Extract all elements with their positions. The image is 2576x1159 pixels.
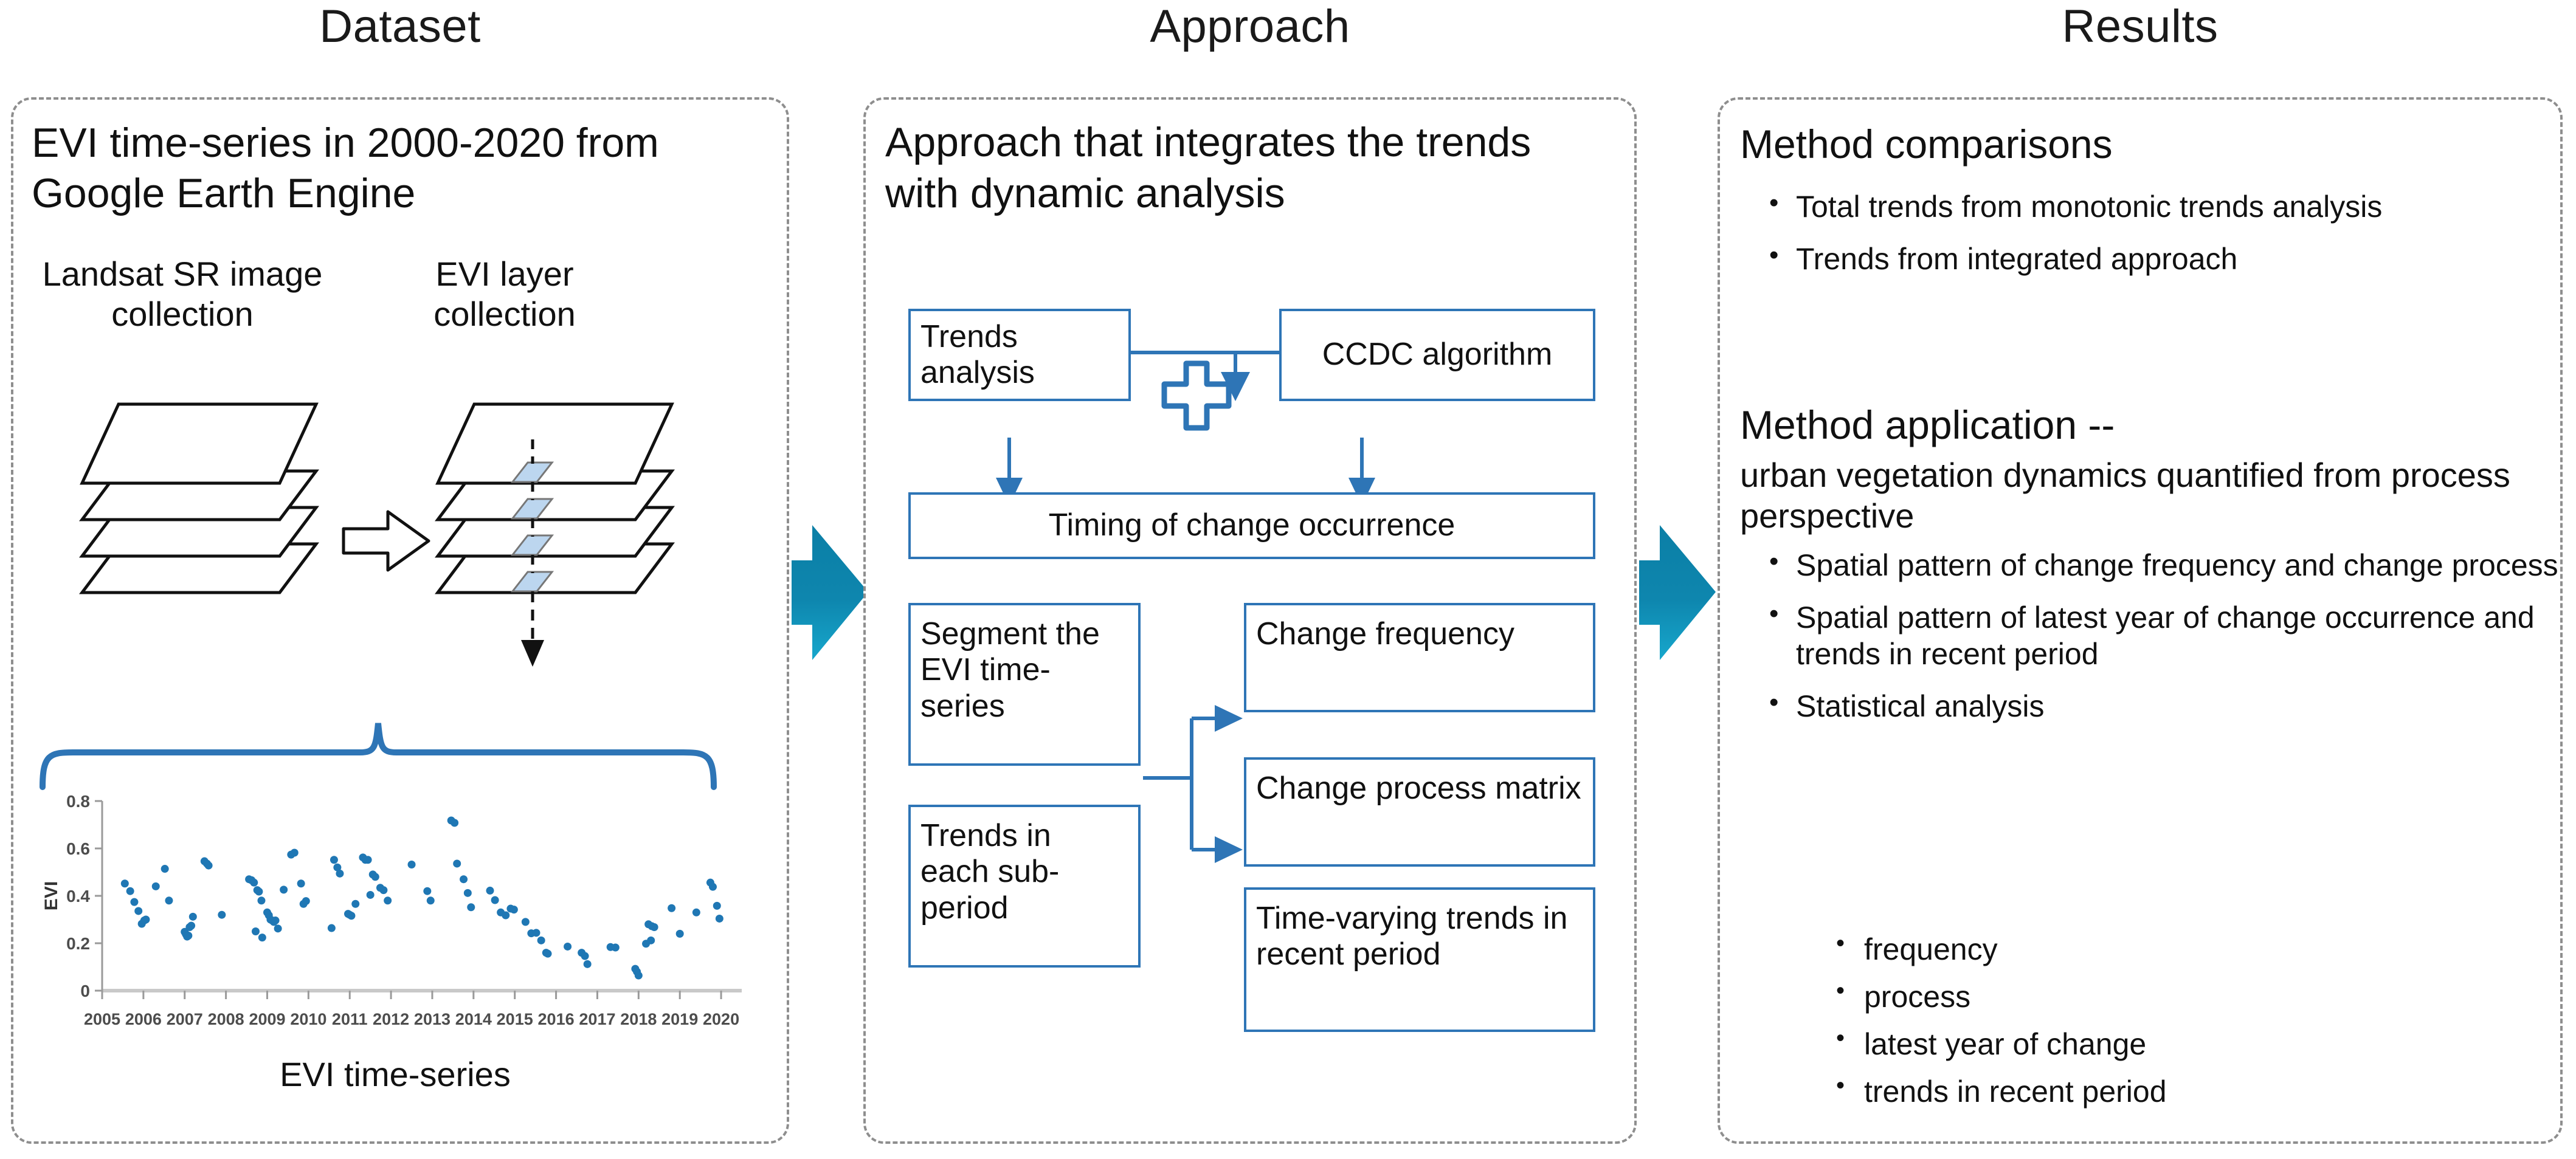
list-item: Statistical analysis	[1769, 687, 2568, 724]
landsat-collection-label: Landsat SR image collection	[42, 255, 323, 334]
results-heading-method-application: Method application --	[1740, 402, 2115, 447]
svg-text:2018: 2018	[620, 1010, 657, 1028]
svg-text:2016: 2016	[538, 1010, 575, 1028]
box-trends-analysis-label: Trends analysis	[920, 318, 1035, 390]
list-item: Spatial pattern of latest year of change…	[1769, 598, 2568, 672]
approach-heading: Approach that integrates the trends with…	[885, 119, 1531, 217]
svg-text:0.4: 0.4	[66, 887, 90, 906]
svg-text:2007: 2007	[167, 1010, 203, 1028]
list-item: Trends from integrated approach	[1769, 239, 2568, 277]
box-change-frequency[interactable]: Change frequency	[1244, 603, 1595, 712]
svg-text:2013: 2013	[414, 1010, 451, 1028]
box-change-process-matrix[interactable]: Change process matrix	[1244, 757, 1595, 867]
svg-text:2010: 2010	[290, 1010, 326, 1028]
box-change-frequency-label: Change frequency	[1256, 616, 1514, 652]
svg-text:2012: 2012	[373, 1010, 409, 1028]
svg-text:0.6: 0.6	[66, 839, 90, 858]
svg-text:2015: 2015	[497, 1010, 533, 1028]
column-title-results: Results	[2062, 1, 2219, 52]
box-change-process-matrix-label: Change process matrix	[1256, 771, 1581, 806]
svg-text:2011: 2011	[332, 1010, 368, 1028]
evi-layer-collection-label: EVI layer collection	[433, 255, 576, 334]
list-item: process	[1836, 976, 2569, 1015]
evi-layer-stack-illustration	[420, 392, 711, 708]
svg-text:2020: 2020	[703, 1010, 739, 1028]
flow-arrow-approach-to-results	[1638, 523, 1717, 662]
transform-arrow-icon	[340, 504, 432, 577]
list-item: frequency	[1836, 929, 2569, 968]
svg-text:2017: 2017	[579, 1010, 615, 1028]
brace-icon	[38, 717, 719, 790]
box-time-varying-trends[interactable]: Time-varying trends in recent period	[1244, 887, 1595, 1032]
svg-text:2008: 2008	[208, 1010, 244, 1028]
box-segment-evi[interactable]: Segment the EVI time-series	[908, 603, 1141, 766]
box-timing-of-change[interactable]: Timing of change occurrence	[908, 492, 1595, 559]
box-trends-subperiod[interactable]: Trends in each sub-period	[908, 805, 1141, 968]
svg-text:2019: 2019	[661, 1010, 698, 1028]
results-bullets-statistical-analysis: frequency process latest year of change …	[1745, 929, 2569, 1121]
box-trends-analysis[interactable]: Trends analysis	[908, 309, 1131, 401]
svg-text:0.8: 0.8	[66, 792, 90, 811]
box-trends-subperiod-label: Trends in each sub-period	[920, 818, 1060, 926]
box-ccdc-algorithm-label: CCDC algorithm	[1322, 337, 1553, 373]
dataset-panel	[11, 97, 789, 1144]
dataset-heading: EVI time-series in 2000-2020 from Google…	[32, 120, 659, 216]
list-item: Spatial pattern of change frequency and …	[1769, 546, 2568, 583]
list-item: latest year of change	[1836, 1023, 2569, 1062]
results-bullets-method-application: Spatial pattern of change frequency and …	[1745, 546, 2568, 740]
results-heading-method-comparisons: Method comparisons	[1740, 122, 2113, 167]
svg-text:0.2: 0.2	[66, 934, 90, 953]
box-segment-evi-label: Segment the EVI time-series	[920, 616, 1100, 724]
svg-text:2005: 2005	[84, 1010, 120, 1028]
svg-text:2006: 2006	[125, 1010, 162, 1028]
column-title-approach: Approach	[1150, 1, 1350, 52]
box-time-varying-trends-label: Time-varying trends in recent period	[1256, 901, 1568, 972]
svg-text:2014: 2014	[455, 1010, 492, 1028]
results-bullets-method-comparisons: Total trends from monotonic trends analy…	[1745, 187, 2568, 293]
svg-text:2009: 2009	[249, 1010, 285, 1028]
evi-scatter-plot: 0 0.2 0.4 0.6 0.8 2005 2006 2007 2008 2009 2010 201…	[36, 790, 754, 1045]
plus-sign-icon	[1160, 360, 1233, 432]
list-item: trends in recent period	[1836, 1071, 2569, 1110]
landsat-stack-illustration	[36, 392, 328, 659]
dataset-caption: EVI time-series	[280, 1055, 511, 1093]
list-item: Total trends from monotonic trends analy…	[1769, 187, 2568, 225]
results-subheading-method-application: urban vegetation dynamics quantified fro…	[1740, 456, 2510, 535]
box-ccdc-algorithm[interactable]: CCDC algorithm	[1279, 309, 1595, 401]
column-title-dataset: Dataset	[319, 1, 481, 52]
box-timing-of-change-label: Timing of change occurrence	[1048, 507, 1455, 543]
svg-text:0: 0	[80, 982, 90, 1000]
svg-text:EVI: EVI	[41, 881, 61, 910]
flow-arrow-dataset-to-approach	[790, 523, 869, 662]
